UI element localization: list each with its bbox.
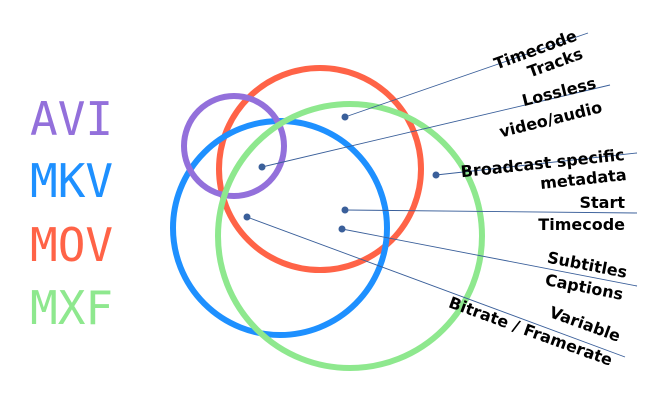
circle-mxf bbox=[215, 101, 485, 371]
format-label-mxf: MXF bbox=[30, 281, 114, 335]
pointer-line bbox=[261, 84, 611, 168]
pointer-line bbox=[344, 209, 638, 214]
pointer-lines bbox=[246, 32, 638, 358]
feature-label: Timecode bbox=[538, 215, 625, 234]
pointer-line bbox=[341, 228, 638, 287]
pointer-dot bbox=[338, 225, 346, 233]
pointer-line bbox=[435, 152, 638, 176]
pointer-dot bbox=[432, 171, 440, 179]
pointer-line bbox=[344, 32, 589, 118]
feature-label: video/audio bbox=[497, 97, 604, 141]
circle-mkv bbox=[170, 118, 390, 338]
pointer-dot bbox=[243, 213, 251, 221]
circle-mov bbox=[216, 65, 424, 273]
pointer-dot bbox=[341, 113, 349, 121]
pointer-dot bbox=[341, 206, 349, 214]
circle-avi bbox=[181, 93, 287, 199]
pointer-dot bbox=[258, 163, 266, 171]
format-label-mov: MOV bbox=[30, 218, 114, 272]
pointer-line bbox=[246, 216, 626, 358]
feature-label: Start bbox=[579, 193, 625, 212]
format-label-avi: AVI bbox=[30, 92, 114, 146]
format-label-mkv: MKV bbox=[30, 154, 114, 208]
